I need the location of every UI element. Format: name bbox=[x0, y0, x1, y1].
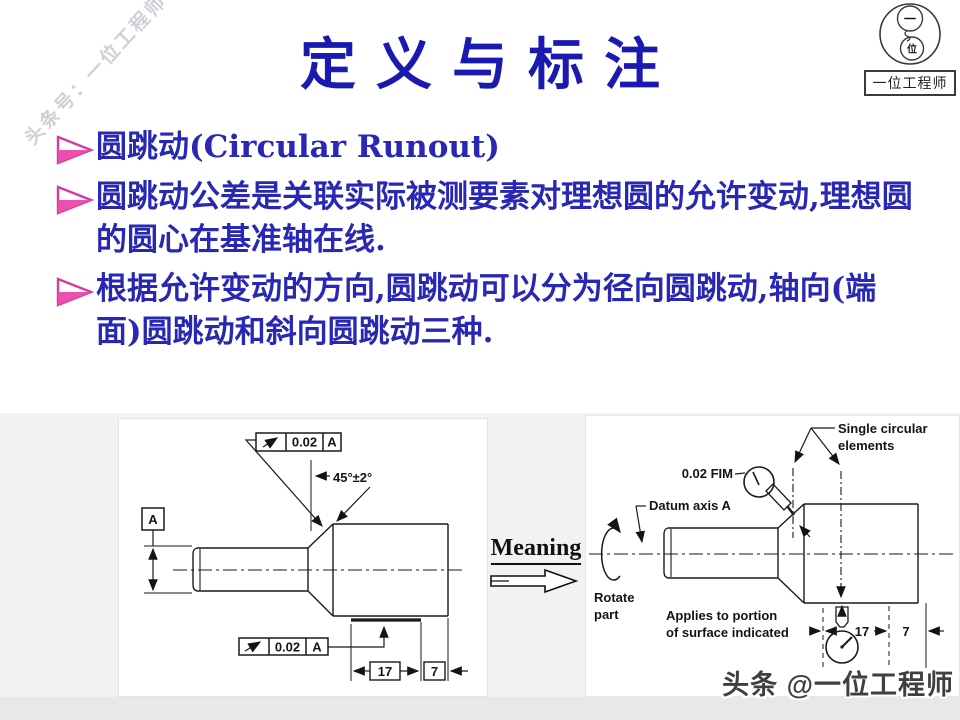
meaning-arrow-icon bbox=[490, 568, 579, 594]
bullet-item-1: 圆跳动(Circular Runout) bbox=[56, 126, 916, 169]
rotate-label-2: part bbox=[594, 607, 619, 622]
datum-a-label: A bbox=[148, 512, 158, 527]
logo-label: 一位工程师 bbox=[864, 70, 956, 96]
single-circular-label-1: Single circular bbox=[838, 421, 928, 436]
dim-7-label: 7 bbox=[431, 664, 438, 679]
meaning-label: Meaning bbox=[490, 535, 582, 565]
bullet-text-3: 根据允许变动的方向,圆跳动可以分为径向圆跳动,轴向(端面)圆跳动和斜向圆跳动三种… bbox=[96, 271, 877, 351]
fcf-bottom-datum: A bbox=[312, 640, 322, 655]
left-drawing: A 0.02 A 45°±2° 0.02 A 17 7 bbox=[118, 418, 488, 697]
logo-top-char: 一 bbox=[904, 12, 916, 26]
bullet-arrow-icon bbox=[56, 277, 95, 308]
fcf-bottom-tolerance: 0.02 bbox=[275, 640, 300, 655]
bullet-item-3: 根据允许变动的方向,圆跳动可以分为径向圆跳动,轴向(端面)圆跳动和斜向圆跳动三种… bbox=[56, 268, 916, 354]
bullet-item-2: 圆跳动公差是关联实际被测要素对理想圆的允许变动,理想圆的圆心在基准轴在线. bbox=[56, 176, 916, 262]
fim-label: 0.02 FIM bbox=[682, 466, 733, 481]
logo-emblem-icon: 一 位 bbox=[879, 3, 941, 65]
bullet-text-2: 圆跳动公差是关联实际被测要素对理想圆的允许变动,理想圆的圆心在基准轴在线. bbox=[96, 178, 913, 258]
figures-band: A 0.02 A 45°±2° 0.02 A 17 7 Meaning bbox=[0, 413, 960, 697]
fcf-top-tolerance: 0.02 bbox=[292, 435, 317, 450]
runout-symbol-icon bbox=[244, 641, 262, 653]
runout-symbol-icon bbox=[262, 437, 279, 449]
bullet-text-1: 圆跳动(Circular Runout) bbox=[96, 129, 500, 165]
rotate-arrow-icon bbox=[600, 517, 621, 581]
bullet-list: 圆跳动(Circular Runout) 圆跳动公差是关联实际被测要素对理想圆的… bbox=[56, 126, 916, 361]
single-circular-label-2: elements bbox=[838, 438, 894, 453]
logo-bottom-char: 位 bbox=[907, 43, 917, 56]
dial-indicator-icon bbox=[825, 630, 859, 664]
logo: 一 位 一位工程师 bbox=[862, 2, 958, 96]
page-title: 定义与标注 bbox=[300, 32, 680, 98]
bullet-arrow-icon bbox=[56, 135, 95, 165]
fcf-top-datum: A bbox=[327, 435, 337, 450]
bullet-arrow-icon bbox=[56, 185, 95, 215]
rotate-label-1: Rotate bbox=[594, 590, 634, 605]
datum-axis-label: Datum axis A bbox=[649, 498, 731, 513]
angle-label: 45°±2° bbox=[333, 470, 372, 485]
dim-17-label: 17 bbox=[378, 664, 392, 679]
dim-7-label: 7 bbox=[902, 624, 909, 639]
dim-17-label: 17 bbox=[855, 624, 869, 639]
watermark-bottom: 头条 @一位工程师 bbox=[722, 670, 954, 700]
applies-label-1: Applies to portion bbox=[666, 608, 777, 623]
meaning-block: Meaning bbox=[487, 535, 585, 595]
left-drawing-svg: A 0.02 A 45°±2° 0.02 A 17 7 bbox=[141, 432, 468, 681]
right-drawing: Single circular elements 0.02 FIM Datum … bbox=[585, 415, 960, 697]
bottom-strip bbox=[0, 697, 960, 720]
dial-indicator-icon bbox=[743, 466, 775, 498]
applies-label-2: of surface indicated bbox=[666, 625, 789, 640]
right-drawing-svg: Single circular elements 0.02 FIM Datum … bbox=[589, 421, 956, 668]
